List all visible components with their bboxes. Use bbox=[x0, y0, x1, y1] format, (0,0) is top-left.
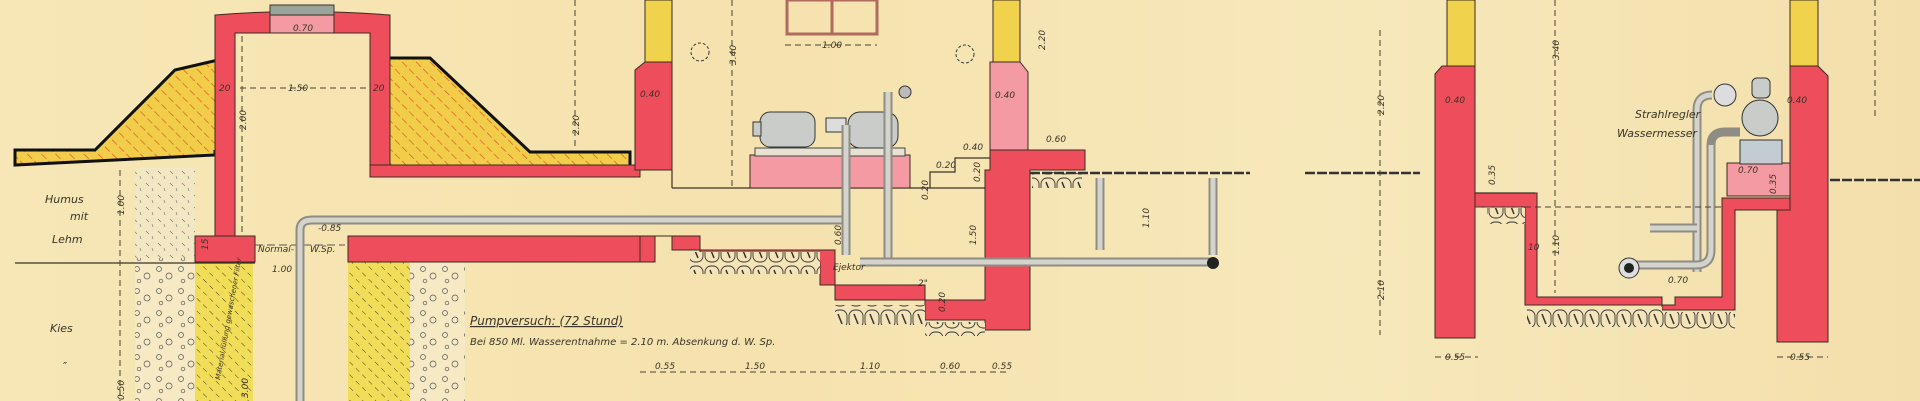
dim-step-c: 0.20 bbox=[973, 162, 983, 182]
dim-r-base-h: 0.35 bbox=[1769, 174, 1779, 194]
dim-window: 1.00 bbox=[822, 41, 842, 51]
filter-fill-right bbox=[348, 262, 410, 401]
dim-bottom-1: 0.55 bbox=[655, 362, 675, 372]
water-meter-label: Wassermesser bbox=[1617, 127, 1698, 140]
water-level-ws: W.Sp. bbox=[310, 245, 335, 255]
pump-test-result: Bei 850 Ml. Wasserentnahme = 2.10 m. Abs… bbox=[470, 337, 775, 348]
dim-water-width: 1.00 bbox=[272, 265, 292, 275]
dim-slab-gap: 0.60 bbox=[834, 225, 844, 245]
dim-r-wall-b: 0.40 bbox=[1787, 96, 1807, 106]
dim-r-height: 3.40 bbox=[1552, 40, 1562, 60]
gravel-column-right bbox=[410, 262, 465, 401]
dim-bottom-3: 1.10 bbox=[860, 362, 880, 372]
soil-label-humus: Humus bbox=[45, 193, 84, 206]
dim-wall-right: 20 bbox=[373, 84, 385, 94]
soil-label-kies: Kies bbox=[50, 322, 73, 335]
flow-regulator-icon bbox=[1713, 83, 1737, 107]
dim-room-height-a: 2.20 bbox=[572, 115, 582, 135]
wall-upper-center bbox=[992, 0, 1021, 63]
dim-r-foot-left: 0.55 bbox=[1445, 353, 1465, 363]
chamber-floor-left bbox=[194, 235, 256, 263]
dim-step-a: 0.20 bbox=[936, 161, 956, 171]
building-wall-left bbox=[634, 61, 673, 171]
dim-ledge: 0.60 bbox=[1046, 135, 1066, 145]
dim-bottom-2: 1.50 bbox=[745, 362, 765, 372]
wall-upper-left bbox=[644, 0, 673, 63]
dim-filter-depth: 3.00 bbox=[241, 378, 251, 398]
dim-chamber-width: 1.50 bbox=[288, 84, 308, 94]
dim-wall-b: 0.40 bbox=[995, 91, 1015, 101]
dim-r-room: 2.20 bbox=[1377, 95, 1387, 115]
building-wall-right-b bbox=[1776, 65, 1829, 343]
inspection-chamber-wall bbox=[214, 11, 391, 239]
dim-wall-left: 20 bbox=[219, 84, 231, 94]
pump-foundation bbox=[749, 154, 911, 189]
building-wall-center-upper bbox=[989, 61, 1029, 151]
dim-gravel-depth: 0.50 bbox=[117, 380, 127, 400]
dim-r-left-h: 2.10 bbox=[1377, 280, 1387, 300]
earth-mound-left bbox=[13, 58, 220, 169]
dim-top-c: 2.20 bbox=[1038, 30, 1048, 50]
dim-r-depth: 1.10 bbox=[1552, 235, 1562, 255]
pump-unit-right bbox=[1713, 77, 1783, 165]
stone-packing bbox=[690, 252, 820, 274]
dim-r-pipe-w: 0.70 bbox=[1668, 276, 1688, 286]
ejektor-label: Ejektor bbox=[833, 263, 866, 273]
dim-step-w: 0.40 bbox=[963, 143, 983, 153]
building-wall-center bbox=[639, 149, 1086, 331]
gravel-column-left bbox=[135, 258, 195, 401]
hatch-cover bbox=[269, 4, 335, 16]
mound-foot bbox=[369, 164, 641, 178]
dim-pipe-depth: 1.10 bbox=[1142, 208, 1152, 228]
pump-base-right bbox=[1726, 162, 1791, 197]
electric-motor bbox=[752, 111, 816, 148]
dim-r-base-w: 0.70 bbox=[1738, 166, 1758, 176]
pump-pit-wall bbox=[1474, 192, 1791, 311]
dim-ejektor-height: 0.20 bbox=[938, 292, 948, 312]
dim-chamber-height: 2.00 bbox=[239, 110, 249, 130]
dim-wall-a: 0.40 bbox=[640, 90, 660, 100]
dim-bottom-4: 0.60 bbox=[940, 362, 960, 372]
ejektor-size: 2" bbox=[918, 279, 928, 289]
soil-label-lehm: Lehm bbox=[52, 233, 83, 246]
soil-label-ditto: ″ bbox=[63, 360, 68, 373]
chamber-floor-right bbox=[347, 235, 641, 263]
earth-mound-right bbox=[386, 56, 632, 170]
dim-r-foot-right: 0.55 bbox=[1790, 353, 1810, 363]
soil-label-mit: mit bbox=[70, 210, 89, 223]
dim-bottom-5: 0.55 bbox=[992, 362, 1012, 372]
flow-regulator-label: Strahlregler bbox=[1635, 108, 1702, 121]
dim-slab-15: 15 bbox=[201, 238, 211, 250]
dim-room-height-b: 3.40 bbox=[729, 45, 739, 65]
dim-hatch: 0.70 bbox=[293, 24, 313, 34]
water-level-label: Normal- bbox=[258, 245, 294, 255]
dim-r-top: 0.35 bbox=[1488, 165, 1498, 185]
dim-left-depth: 1.00 bbox=[117, 195, 127, 215]
humus-layer bbox=[135, 168, 195, 258]
dim-r-wall-a: 0.40 bbox=[1445, 96, 1465, 106]
pump-test-title: Pumpversuch: (72 Stund) bbox=[470, 314, 623, 328]
hatch-opening bbox=[269, 14, 335, 34]
building-wall-right-a bbox=[1434, 65, 1476, 339]
dim-depth-150: 1.50 bbox=[969, 225, 979, 245]
dim-step-b: 0.20 bbox=[921, 180, 931, 200]
filter-fill-left bbox=[195, 262, 253, 401]
wall-upper-right-b bbox=[1789, 0, 1819, 67]
water-level-value: -0.85 bbox=[318, 224, 342, 234]
gate-valve-icon bbox=[898, 85, 912, 99]
wall-upper-right-a bbox=[1446, 0, 1476, 67]
dim-slab-10: 10 bbox=[1528, 243, 1540, 253]
